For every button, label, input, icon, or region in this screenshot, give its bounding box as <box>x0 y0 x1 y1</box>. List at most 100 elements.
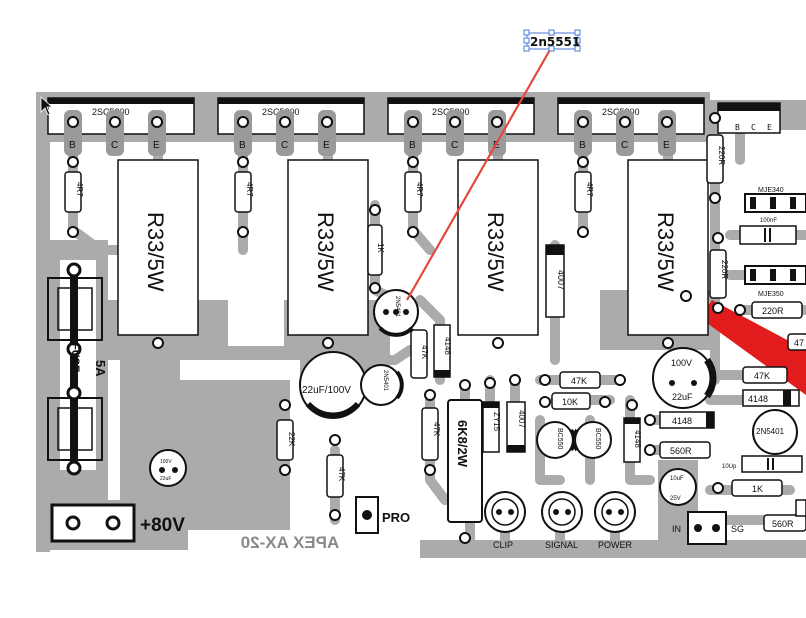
resistor-220r-c: 220R <box>734 301 803 319</box>
pin-label-b: B <box>409 140 416 151</box>
header-pin-c: C <box>751 123 756 132</box>
cap-100nf-label: 100nF <box>760 218 777 224</box>
led-signal-label: SIGNAL <box>545 540 578 550</box>
transistor-bc550-b-label: BC550 <box>594 428 601 450</box>
base-resistor-body <box>234 171 252 213</box>
pin-label-c: C <box>281 140 288 151</box>
transistor-2n5401-b-label: 2N5401 <box>382 370 388 392</box>
pin-label-e: E <box>153 140 160 151</box>
via <box>662 337 674 349</box>
resistor-560r-b: 560R <box>763 514 806 532</box>
led-power-label: POWER <box>598 540 633 550</box>
resistor-560r-b-label: 560R <box>772 519 794 529</box>
header-pin-b: B <box>735 123 740 132</box>
led-signal[interactable]: SIGNAL <box>541 491 583 550</box>
pin-hole <box>279 116 291 128</box>
resistor-220r-c-label: 220R <box>762 306 784 316</box>
resistor-1k-label: 1K <box>376 243 385 253</box>
pin-label-c: C <box>621 140 628 151</box>
base-resistor-label: 4R7 <box>75 182 84 197</box>
resistor-47k-b-label: 47K <box>337 467 346 482</box>
zener-zy15-label: ZY15 <box>492 412 501 432</box>
emitter-resistor-2: R33/5W <box>287 159 369 349</box>
cap-100v-label: 100V <box>671 358 692 368</box>
resistor-6k8: 6K8/2W <box>447 379 483 544</box>
resistor-47k-e-label: 47K <box>754 371 770 381</box>
small-cap-voltage: 100V <box>160 459 172 465</box>
pin-label-b: B <box>239 140 246 151</box>
pin-label-c: C <box>451 140 458 151</box>
base-resistor-label: 4R7 <box>585 182 594 197</box>
pin-label-c: C <box>111 140 118 151</box>
base-resistor-body <box>64 171 82 213</box>
brand-text: APEX AX-20 <box>241 533 340 552</box>
pin-hole <box>321 116 333 128</box>
resistor-47-right-label: 47 <box>794 338 804 348</box>
annotation-handles[interactable] <box>523 29 581 52</box>
resistor-220r-a-label: 220R <box>717 146 726 165</box>
resistor-1k-b-label: 1K <box>752 484 763 494</box>
emitter-resistor-label: R33/5W <box>483 212 508 292</box>
pin-hole <box>619 116 631 128</box>
via <box>67 226 79 238</box>
input-connector: IN SG <box>672 511 744 545</box>
resistor-220r-b-label: 220R <box>720 260 729 279</box>
transistor-2n5401-c: 2N5401 <box>752 409 798 455</box>
led-power[interactable]: POWER <box>594 491 636 550</box>
fuse-label: FUSE <box>69 343 81 372</box>
cap-22uf-100v-label: 22uF/100V <box>302 385 351 396</box>
resistor-47k-a: 47K <box>410 329 429 379</box>
via <box>407 156 419 168</box>
resistor-47k-e: 47K <box>742 366 788 384</box>
resistor-1k: 1K <box>367 204 385 294</box>
small-cap-uf: 22uF <box>160 476 171 482</box>
power-connector: +80V <box>50 503 185 543</box>
transistor-bc550-a: BC550 <box>536 421 577 459</box>
pin-hole <box>67 116 79 128</box>
transistor-2n5401-a-label: 2N5401 <box>394 296 400 318</box>
fuse-holder: FUSE 5A <box>47 262 108 476</box>
fuse-rating: 5A <box>93 360 108 377</box>
pin-hole <box>491 116 503 128</box>
diode-4007-a-label: 4007 <box>556 270 566 290</box>
pin-hole <box>151 116 163 128</box>
mouse-cursor-icon <box>40 96 54 116</box>
diode-4148-a: 4148 <box>433 324 452 378</box>
pin-label-b: B <box>69 140 76 151</box>
annotation-label[interactable]: 2n5551 <box>530 35 580 49</box>
base-resistor-label: 4R7 <box>245 182 254 197</box>
resistor-47k-b: 47K <box>326 434 346 521</box>
annotation-callout[interactable]: 2n5551 <box>406 29 581 301</box>
mje350-label: MJE350 <box>758 291 784 298</box>
resistor-10k: 10K <box>539 392 611 410</box>
via <box>407 226 419 238</box>
led-clip-label: CLIP <box>493 540 513 550</box>
pin-hole <box>661 116 673 128</box>
mje340-label: MJE340 <box>758 187 784 194</box>
emitter-resistor-4: R33/5W <box>627 159 709 349</box>
output-transistor-4: 2SC5200BCE4R7 <box>557 97 705 238</box>
led-clip[interactable]: CLIP <box>484 491 526 550</box>
via <box>237 156 249 168</box>
pro-label: PRO <box>382 510 410 525</box>
via <box>67 156 79 168</box>
header-pin-e: E <box>767 123 772 132</box>
resistor-6k8-label: 6K8/2W <box>455 420 470 468</box>
output-transistor-2: 2SC5200BCE4R7 <box>217 97 365 238</box>
pin-hole <box>449 116 461 128</box>
resistor-560r-a-label: 560R <box>670 446 692 456</box>
annotation-leader-line <box>406 47 552 301</box>
cap-10up-label: 10Up <box>722 464 737 470</box>
emitter-resistor-label: R33/5W <box>313 212 338 292</box>
via <box>492 337 504 349</box>
via <box>322 337 334 349</box>
resistor-560r-a: 560R <box>644 441 711 459</box>
cap-10uf-label: 10uF <box>670 476 684 482</box>
diode-4148-d: 4148 <box>742 389 800 407</box>
transistor-bc550-a-label: BC550 <box>556 428 563 450</box>
base-resistor-label: 4R7 <box>415 182 424 197</box>
diode-4148-b-label: 4148 <box>633 430 642 448</box>
resistor-47-right: 47 <box>787 333 806 351</box>
cap-22uf-label: 22uF <box>672 392 693 402</box>
